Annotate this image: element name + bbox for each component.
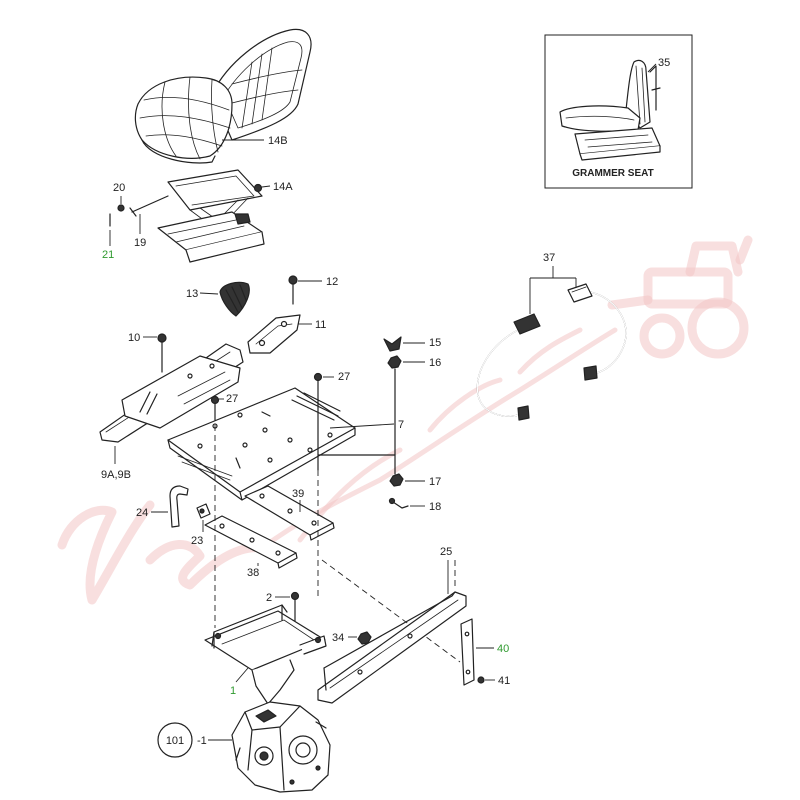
seat-14b bbox=[134, 28, 312, 164]
callout-14b: 14B bbox=[268, 135, 288, 147]
washer-20 bbox=[117, 204, 125, 212]
callout-23: 23 bbox=[191, 535, 203, 547]
callout-25: 25 bbox=[440, 546, 452, 558]
callout-11: 11 bbox=[315, 319, 326, 331]
callout-39: 39 bbox=[292, 488, 304, 500]
callout-19: 19 bbox=[134, 237, 146, 249]
inset-grammer-seat: 35 GRAMMER SEAT bbox=[544, 34, 693, 189]
bracket-40 bbox=[460, 618, 475, 686]
callout-37: 37 bbox=[543, 252, 555, 264]
callout-10: 10 bbox=[128, 332, 140, 344]
bolt-41 bbox=[477, 676, 485, 684]
assembly-line-diagonal bbox=[321, 559, 461, 663]
nut-16 bbox=[317, 355, 402, 475]
bolt-10 bbox=[157, 333, 167, 373]
rail-25 bbox=[317, 591, 467, 704]
callout-2: 2 bbox=[266, 592, 272, 604]
callout-40: 40 bbox=[497, 643, 509, 655]
bolt-12 bbox=[288, 275, 298, 305]
callout-27-left: 27 bbox=[226, 393, 238, 405]
bolt-18 bbox=[388, 497, 409, 509]
bolt-27-left bbox=[210, 395, 220, 421]
callout-7: 7 bbox=[398, 419, 404, 431]
callout-41: 41 bbox=[498, 675, 510, 687]
callout-38: 38 bbox=[247, 567, 259, 579]
seat-suspension-14a bbox=[129, 169, 265, 263]
seat-belt-37 bbox=[476, 283, 627, 421]
callout-101-suffix: -1 bbox=[197, 735, 207, 747]
callout-24: 24 bbox=[136, 507, 148, 519]
callout-101: 101 bbox=[166, 735, 184, 747]
strip-38 bbox=[204, 515, 298, 569]
tube-24 bbox=[169, 485, 189, 528]
callout-35: 35 bbox=[658, 57, 670, 69]
callout-34: 34 bbox=[332, 632, 344, 644]
callout-14a: 14A bbox=[273, 181, 293, 193]
callout-17: 17 bbox=[429, 476, 441, 488]
wing-nut-15 bbox=[383, 336, 402, 352]
callout-13: 13 bbox=[186, 288, 198, 300]
inset-title: GRAMMER SEAT bbox=[572, 168, 653, 179]
bracket-11 bbox=[247, 314, 301, 354]
callout-101-circle bbox=[157, 722, 193, 758]
nut-17 bbox=[389, 473, 404, 487]
callout-16: 16 bbox=[429, 357, 441, 369]
callout-12: 12 bbox=[326, 276, 338, 288]
callout-9a-9b: 9A,9B bbox=[101, 469, 131, 481]
callout-21: 21 bbox=[102, 249, 114, 261]
watermark bbox=[57, 235, 753, 605]
panel-9a-9b bbox=[99, 343, 244, 443]
callout-27-right: 27 bbox=[338, 371, 350, 383]
grammer-seat-drawing bbox=[559, 59, 661, 161]
callout-1: 1 bbox=[230, 685, 236, 697]
boot-13 bbox=[219, 281, 250, 317]
callout-15: 15 bbox=[429, 337, 441, 349]
clip-23 bbox=[196, 503, 211, 519]
strip-39 bbox=[244, 485, 335, 541]
housing-101 bbox=[231, 701, 331, 793]
nut-34 bbox=[357, 631, 372, 645]
callout-20: 20 bbox=[113, 182, 125, 194]
frame-1 bbox=[204, 604, 327, 705]
callout-18: 18 bbox=[429, 501, 441, 513]
